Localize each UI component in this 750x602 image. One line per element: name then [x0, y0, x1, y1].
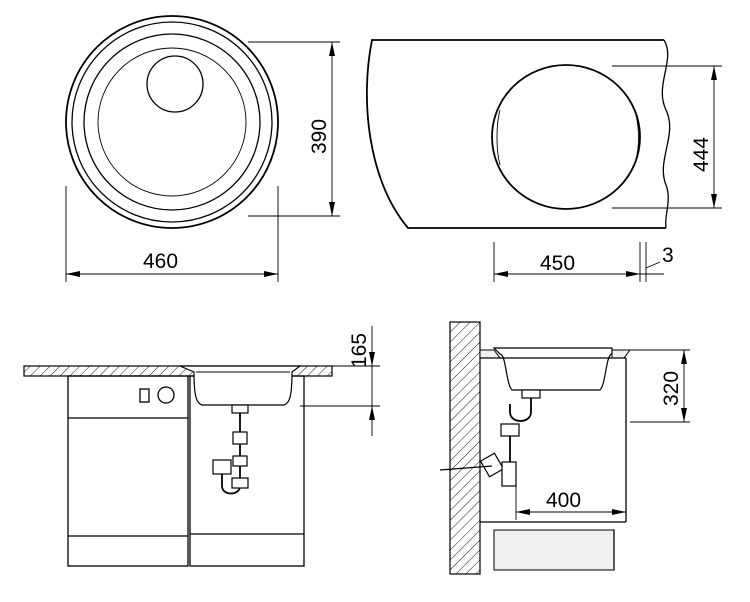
counter-top-right-2: [611, 349, 631, 359]
dimension-460: 460: [65, 186, 279, 282]
sink-outer-rim: [65, 15, 279, 229]
side-installation-view: [439, 321, 631, 575]
bowl-cutout: [491, 64, 641, 210]
drain-circle: [146, 55, 204, 113]
dimension-label-3: 3: [662, 244, 674, 267]
control-knob: [157, 386, 175, 404]
dimension-444: 444: [612, 65, 722, 209]
break-line: [661, 39, 671, 229]
dimension-label-400: 400: [546, 489, 581, 512]
sink-bowl-front: [179, 365, 302, 406]
front-installation-view: [23, 365, 333, 567]
dimension-label-390: 390: [308, 119, 331, 154]
sink-bowl-inner: [97, 47, 247, 197]
siphon-side: [439, 389, 541, 487]
dimension-label-450: 450: [540, 252, 575, 275]
countertop-outline: [365, 39, 666, 229]
sink-bowl-side: [492, 347, 613, 391]
dimension-3: 3: [645, 242, 674, 282]
top-view-sink: [65, 15, 279, 229]
dimension-label-444: 444: [690, 137, 713, 172]
cutout-view: [365, 39, 671, 229]
dimension-label-165: 165: [348, 333, 371, 368]
dimension-165: 165: [300, 326, 380, 436]
dimension-450: 450: [493, 242, 664, 282]
dimension-320: 320: [630, 349, 690, 423]
bowl-cutout-shade-right: [633, 107, 639, 167]
dishwasher-cabinet: [67, 375, 189, 567]
dimension-400: 400: [515, 476, 626, 520]
sink-rim-inner: [71, 21, 273, 223]
siphon-front: [212, 404, 249, 495]
plinth: [493, 529, 615, 571]
sink-bowl-edge: [83, 33, 261, 211]
dimension-label-460: 460: [143, 250, 178, 273]
dimension-label-320: 320: [660, 371, 683, 406]
dimension-390: 390: [248, 41, 340, 217]
bowl-cutout-shade: [496, 109, 501, 166]
wall-hatched: [449, 321, 481, 575]
control-square: [139, 388, 150, 403]
